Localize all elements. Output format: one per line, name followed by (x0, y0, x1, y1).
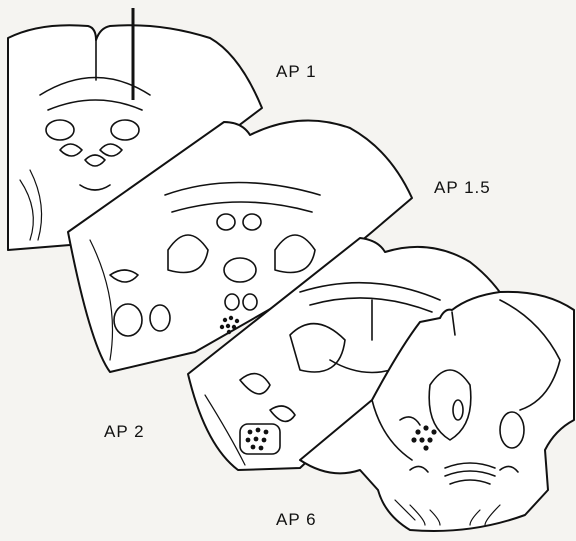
label-ap1: AP 1 (276, 62, 317, 82)
label-ap6: AP 6 (276, 510, 317, 530)
label-ap2: AP 2 (104, 422, 145, 442)
label-ap15: AP 1.5 (434, 178, 491, 198)
